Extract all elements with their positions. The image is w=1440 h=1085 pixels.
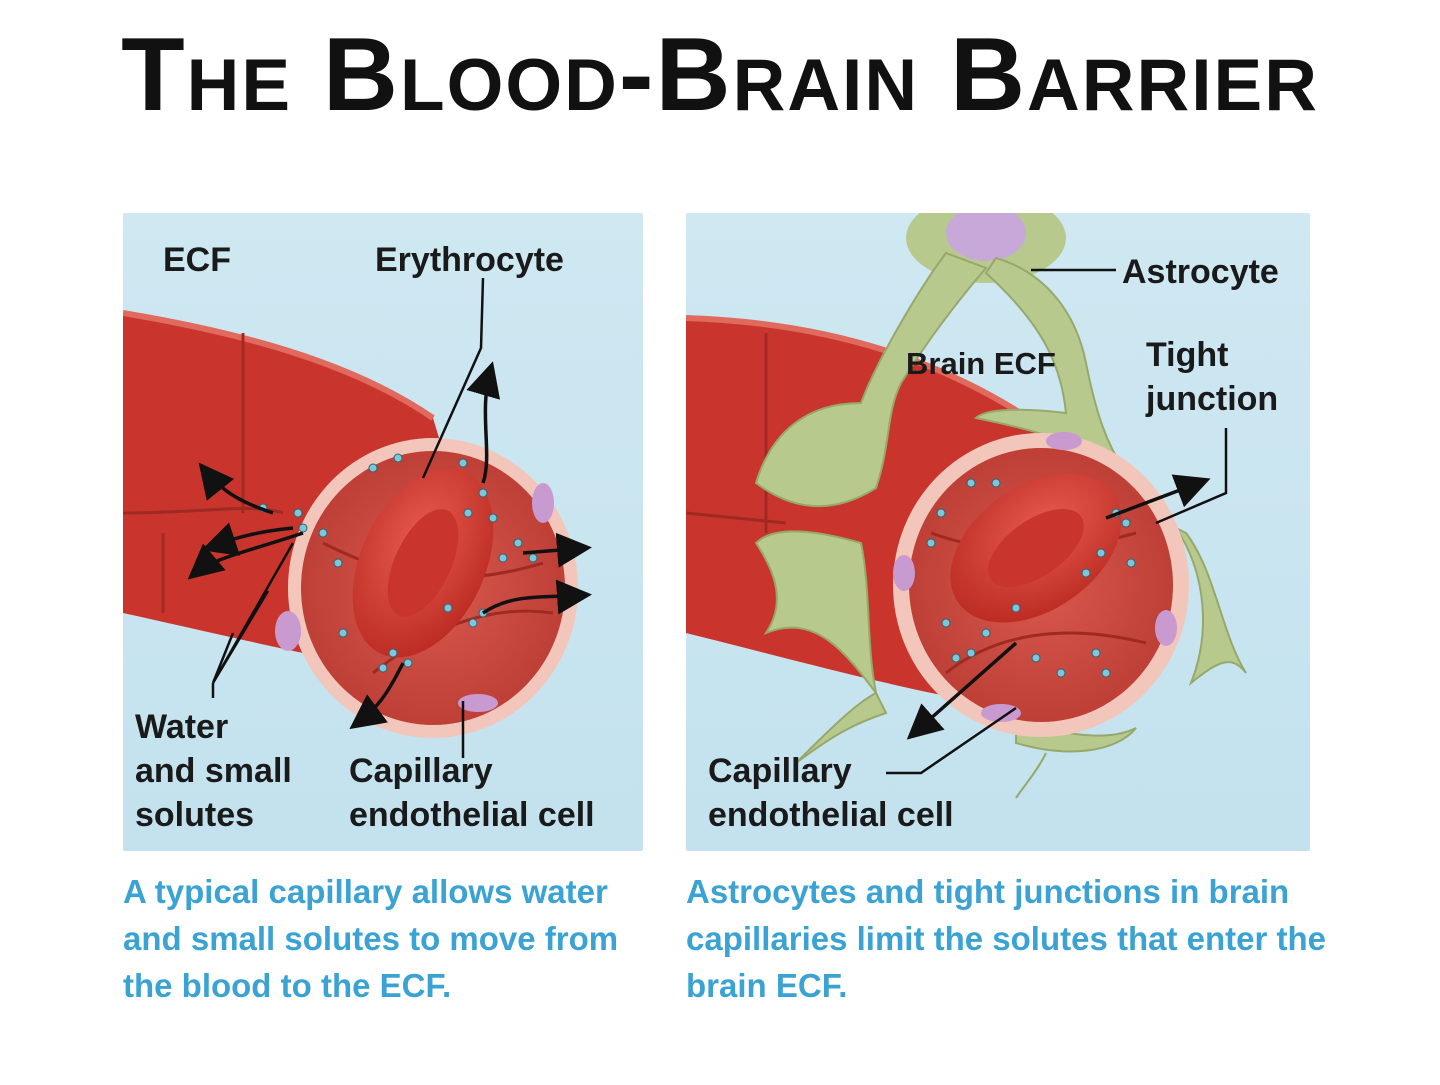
endothelial-nucleus	[1155, 610, 1177, 646]
label-erythrocyte: Erythrocyte	[375, 241, 564, 279]
label-ecf: ECF	[163, 241, 231, 279]
typical-capillary-illustration	[123, 277, 592, 758]
endothelial-nucleus	[893, 555, 915, 591]
caption-typical-capillary: A typical capillary allows water and sma…	[123, 873, 619, 1004]
label-brain-ecf: Brain ECF	[906, 346, 1056, 381]
restricted-arrows	[906, 474, 1211, 740]
endothelial-nucleus	[275, 611, 301, 651]
caption-brain-capillary: Astrocytes and tight junctions in brain …	[686, 873, 1327, 1004]
efflux-arrows	[187, 361, 592, 730]
endothelial-nucleus	[981, 704, 1021, 722]
astrocyte-processes	[754, 251, 1247, 799]
endothelial-nucleus	[1046, 432, 1082, 450]
label-water-line1: Water	[135, 708, 229, 746]
endothelial-nucleus	[532, 483, 554, 523]
label-capillary-line1: Capillary	[349, 752, 493, 790]
typical-capillary-panel: ECF Erythrocyte Water and small solutes …	[123, 213, 643, 851]
page-title: The Blood-Brain Barrier	[121, 17, 1319, 133]
label-tight-line2: junction	[1146, 380, 1279, 418]
label-tight-line1: Tight	[1146, 336, 1229, 374]
solute-dots	[926, 478, 1136, 678]
label-capillary-line2: endothelial cell	[349, 796, 595, 834]
label-capillary-line1: Capillary	[708, 752, 852, 790]
label-water-line2: and small	[135, 752, 292, 790]
label-astrocyte: Astrocyte	[1122, 253, 1279, 291]
brain-capillary-illustration	[686, 213, 1247, 799]
solute-dots	[258, 453, 538, 673]
endothelial-nucleus	[458, 694, 498, 712]
brain-capillary-panel: Astrocyte Brain ECF Tight junction Capil…	[686, 213, 1310, 851]
label-water-line3: solutes	[135, 796, 255, 834]
label-capillary-line2: endothelial cell	[708, 796, 954, 834]
